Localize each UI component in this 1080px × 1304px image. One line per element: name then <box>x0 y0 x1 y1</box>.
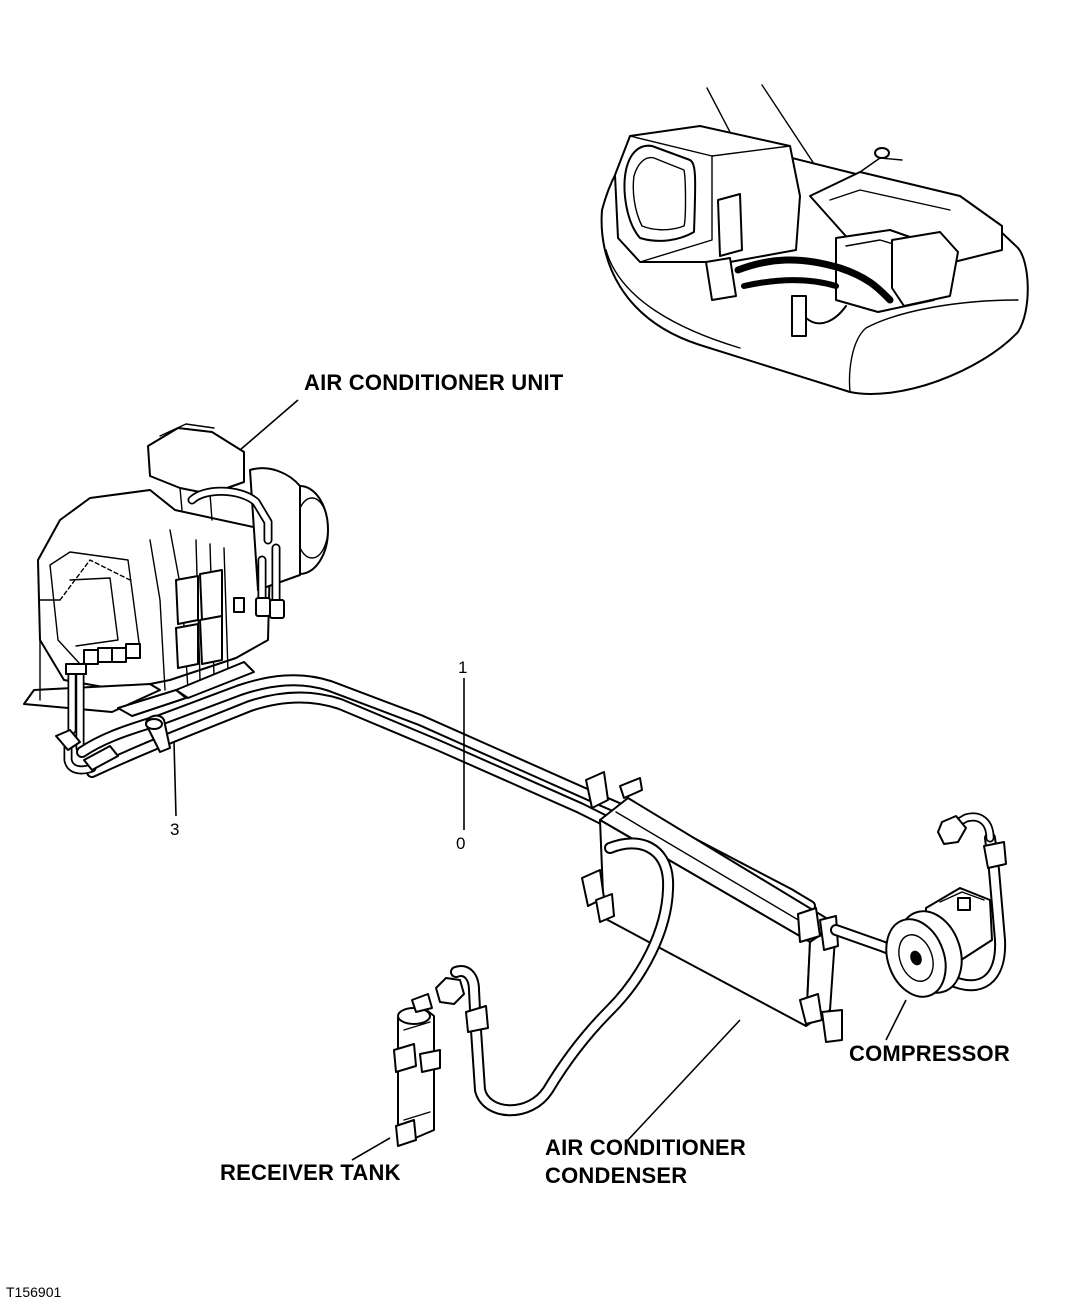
air-conditioner-unit-illustration <box>23 399 329 753</box>
compressor-illustration <box>885 887 993 1041</box>
label-compressor: COMPRESSOR <box>849 1041 1010 1066</box>
receiver-tank-hose <box>435 837 675 1117</box>
figure-id: T156901 <box>6 1284 62 1300</box>
receiver-tank-illustration <box>351 993 441 1161</box>
label-condenser-line2: CONDENSER <box>545 1163 688 1188</box>
label-receiver-tank: RECEIVER TANK <box>220 1160 401 1185</box>
label-condenser-line1: AIR CONDITIONER <box>545 1135 746 1160</box>
callout-item-1: 1 <box>458 658 468 677</box>
label-air-conditioner-unit: AIR CONDITIONER UNIT <box>304 370 564 395</box>
callout-item-3: 3 <box>170 820 180 839</box>
excavator-overview-illustration <box>600 84 1029 395</box>
callout-item-0: 0 <box>456 834 466 853</box>
callout-leaders <box>173 678 465 830</box>
refrigerant-hoses <box>55 674 816 912</box>
air-conditioner-condenser-illustration <box>581 771 843 1141</box>
